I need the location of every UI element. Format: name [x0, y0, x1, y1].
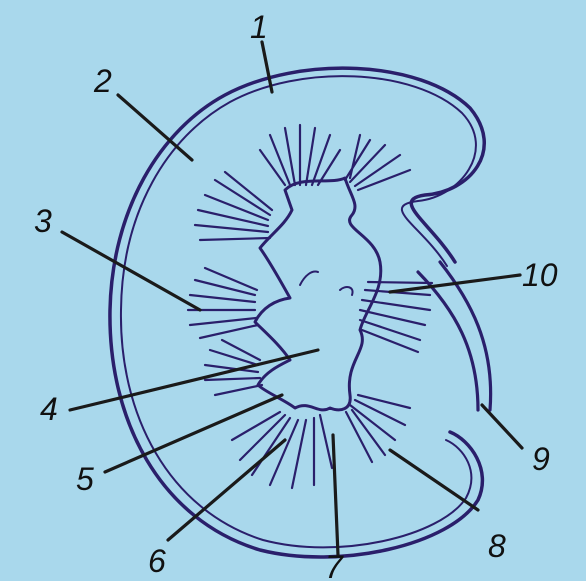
- label-5: 5: [76, 461, 94, 497]
- label-6: 6: [148, 543, 166, 579]
- label-1: 1: [250, 9, 268, 45]
- label-9: 9: [532, 441, 550, 477]
- label-4: 4: [40, 391, 58, 427]
- label-10: 10: [522, 257, 558, 293]
- label-2: 2: [93, 63, 112, 99]
- label-3: 3: [34, 203, 52, 239]
- label-8: 8: [488, 528, 506, 564]
- label-7: 7: [325, 549, 344, 581]
